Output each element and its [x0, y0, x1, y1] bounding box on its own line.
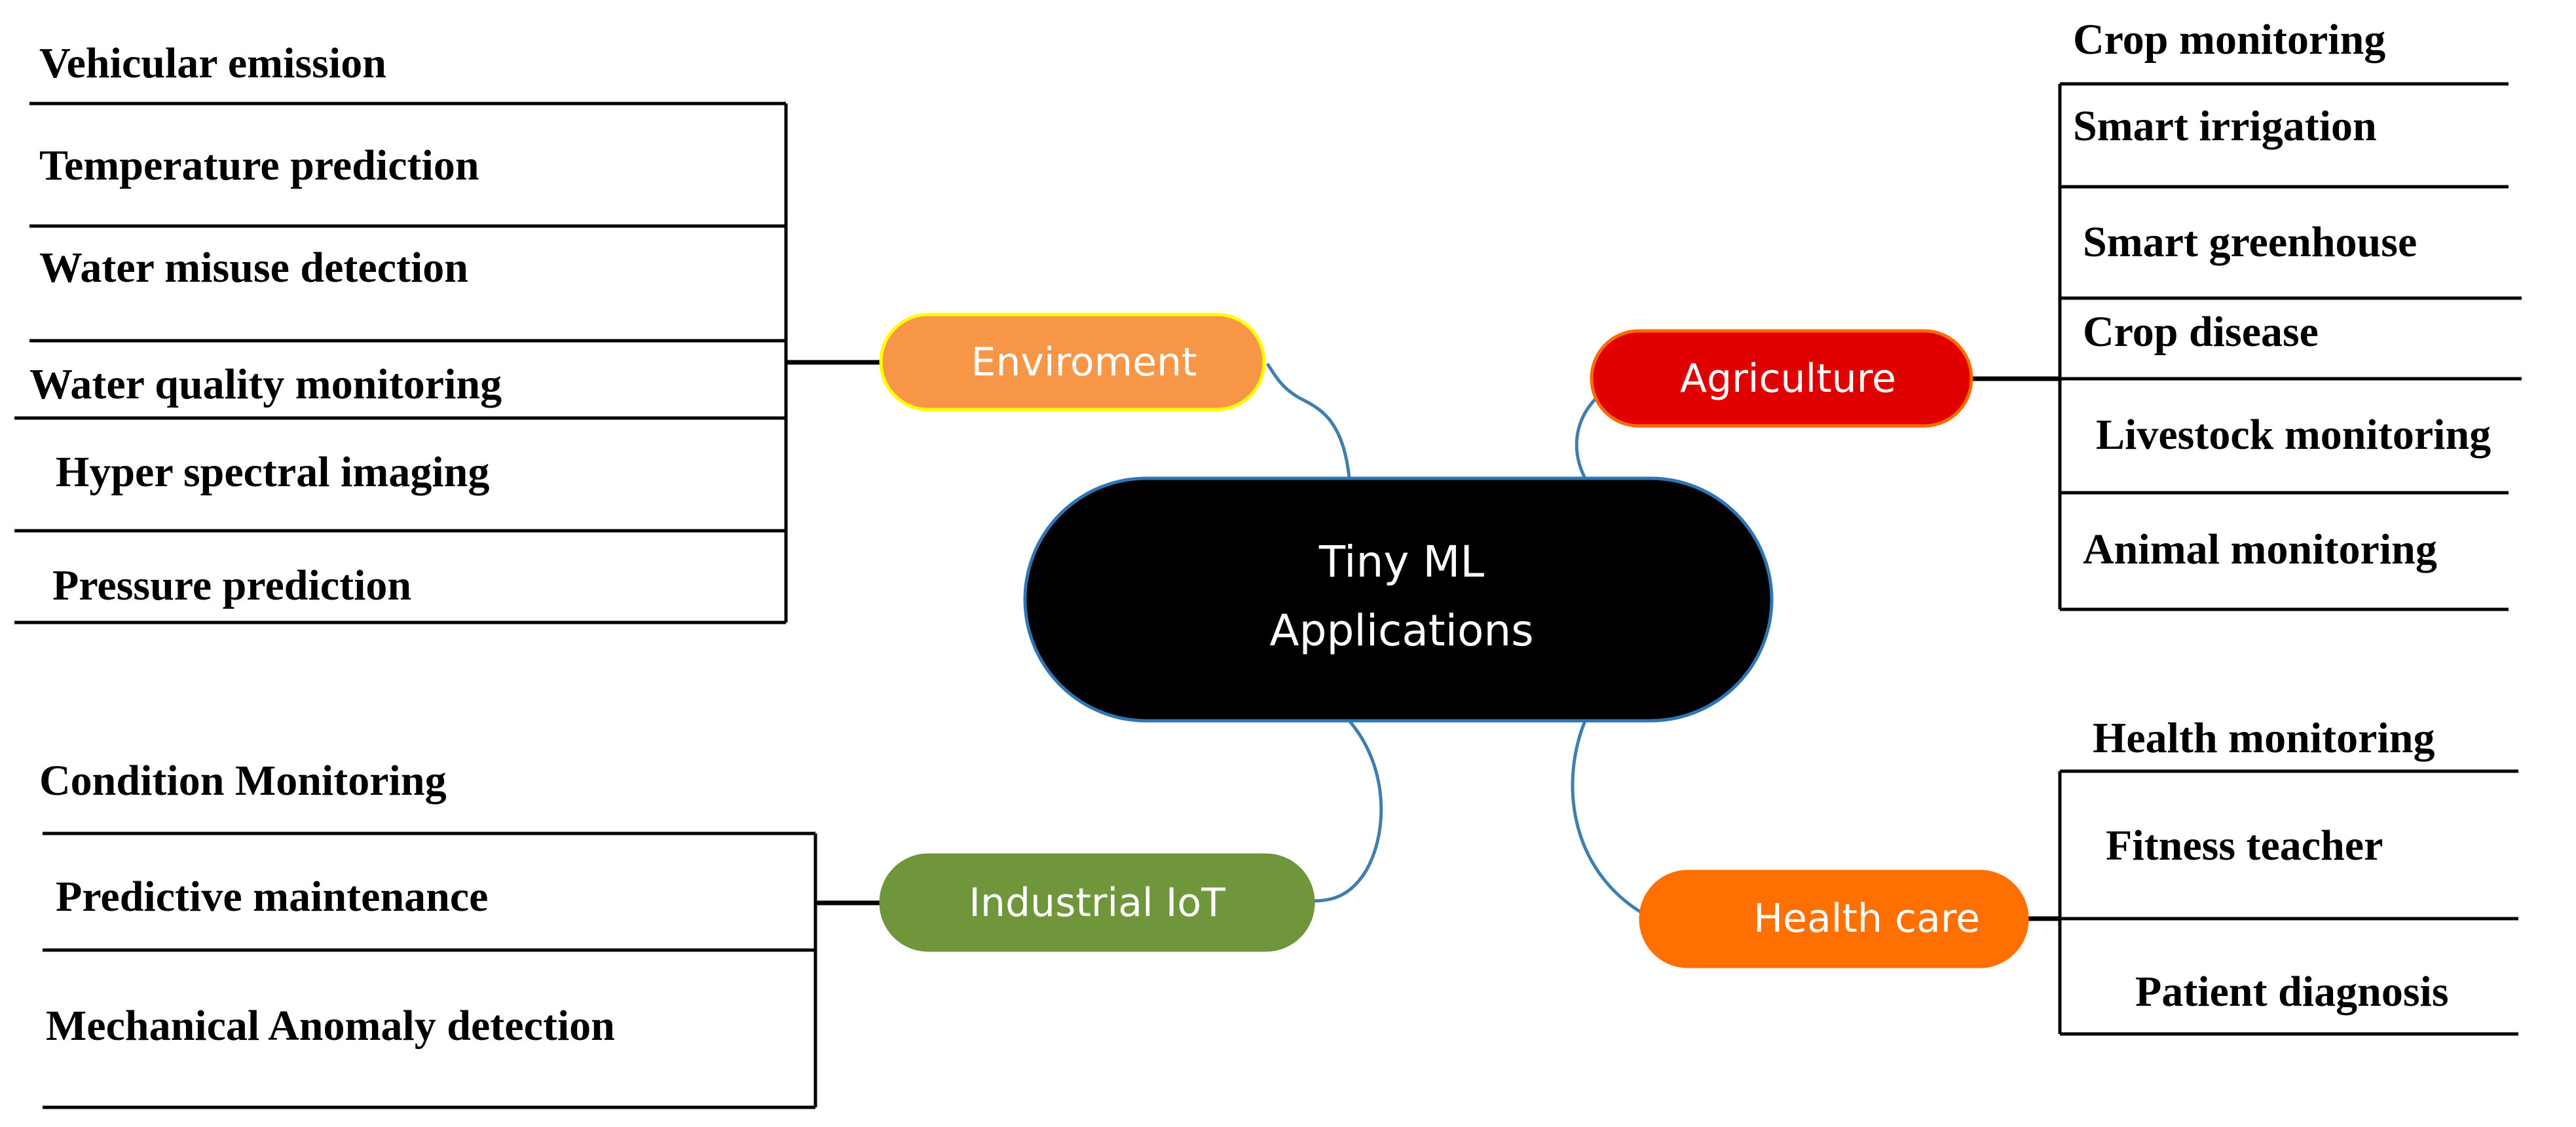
environment-item: Vehicular emission	[39, 39, 386, 87]
center-title-line-1: Tiny ML	[1318, 537, 1484, 587]
industrial-item: Predictive maintenance	[56, 873, 488, 921]
agriculture-label: Agriculture	[1680, 356, 1896, 402]
environment-item: Water quality monitoring	[29, 360, 502, 408]
industrial-item-group	[43, 831, 884, 1109]
industrial-item: Condition Monitoring	[39, 757, 447, 805]
environment-item: Water misuse detection	[39, 244, 468, 292]
environment-item: Temperature prediction	[39, 142, 479, 189]
agriculture-item: Livestock monitoring	[2096, 411, 2491, 459]
connector-agriculture	[1575, 392, 1603, 480]
agriculture-item-group	[1971, 82, 2522, 611]
health-item: Fitness teacher	[2106, 822, 2383, 869]
agriculture-node[interactable]: Agriculture	[1590, 329, 1973, 428]
agriculture-item: Crop disease	[2083, 308, 2319, 356]
environment-label: Enviroment	[971, 339, 1197, 385]
industrial-item: Mechanical Anomaly detection	[46, 1002, 615, 1050]
industrial-label: Industrial IoT	[969, 880, 1225, 926]
environment-node[interactable]: Enviroment	[879, 313, 1266, 411]
environment-item-group	[14, 102, 881, 624]
connector-health	[1571, 720, 1645, 916]
center-node[interactable]: Tiny ML Applications	[1023, 476, 1774, 723]
agriculture-item: Smart irrigation	[2073, 102, 2377, 150]
connector-environment	[1265, 362, 1351, 479]
health-item: Health monitoring	[2093, 714, 2435, 762]
environment-item: Hyper spectral imaging	[56, 448, 489, 496]
health-item-group	[2027, 769, 2518, 1036]
agriculture-item: Smart greenhouse	[2083, 218, 2417, 266]
connector-industrial	[1313, 719, 1383, 903]
agriculture-item: Crop monitoring	[2073, 16, 2385, 64]
health-node[interactable]: Health care	[1639, 869, 2029, 968]
agriculture-item: Animal monitoring	[2083, 525, 2437, 573]
industrial-node[interactable]: Industrial IoT	[879, 853, 1315, 952]
center-title-line-2: Applications	[1269, 605, 1533, 656]
health-label: Health care	[1753, 896, 1980, 942]
environment-item: Pressure prediction	[52, 562, 411, 609]
health-item: Patient diagnosis	[2135, 968, 2449, 1016]
